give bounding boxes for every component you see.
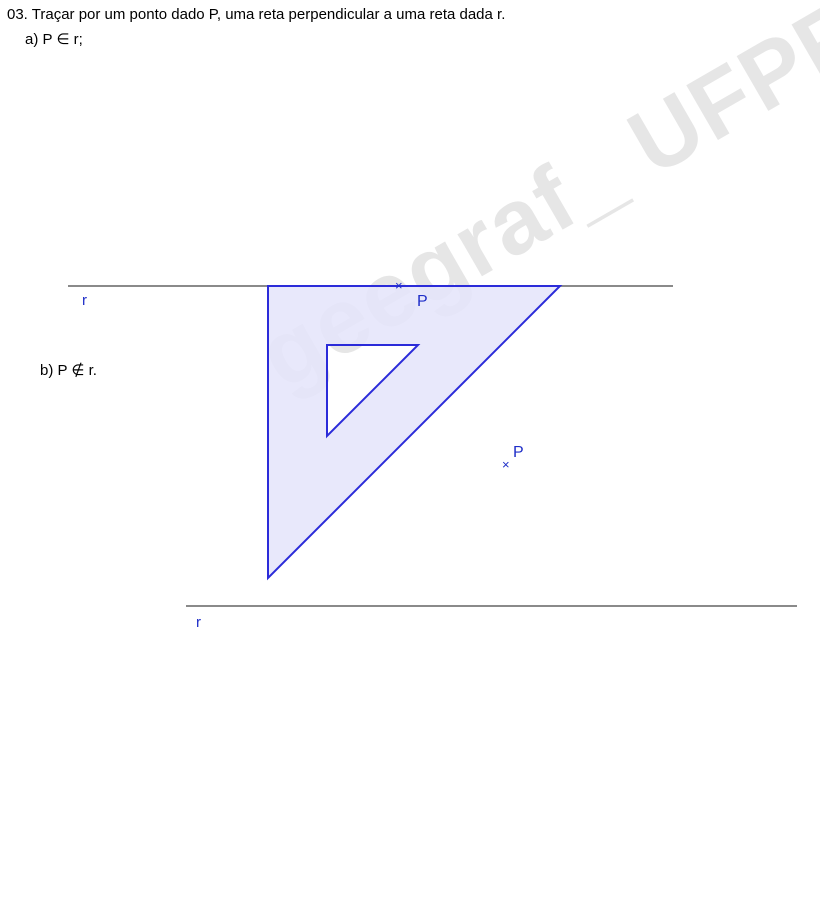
point-p-b-marker: × [502,457,510,472]
point-p-b-label: P [513,444,524,461]
line-r-b-label: r [196,614,201,631]
item-b-label: b) P ∉ r. [40,362,97,379]
line-r-a-label: r [82,292,87,309]
item-a-label: a) P ∈ r; [25,31,83,48]
point-p-a-label: P [417,293,428,310]
problem-title: 03. Traçar por um ponto dado P, uma reta… [7,6,506,23]
point-p-a-marker: × [395,278,403,293]
set-square [267,285,563,581]
